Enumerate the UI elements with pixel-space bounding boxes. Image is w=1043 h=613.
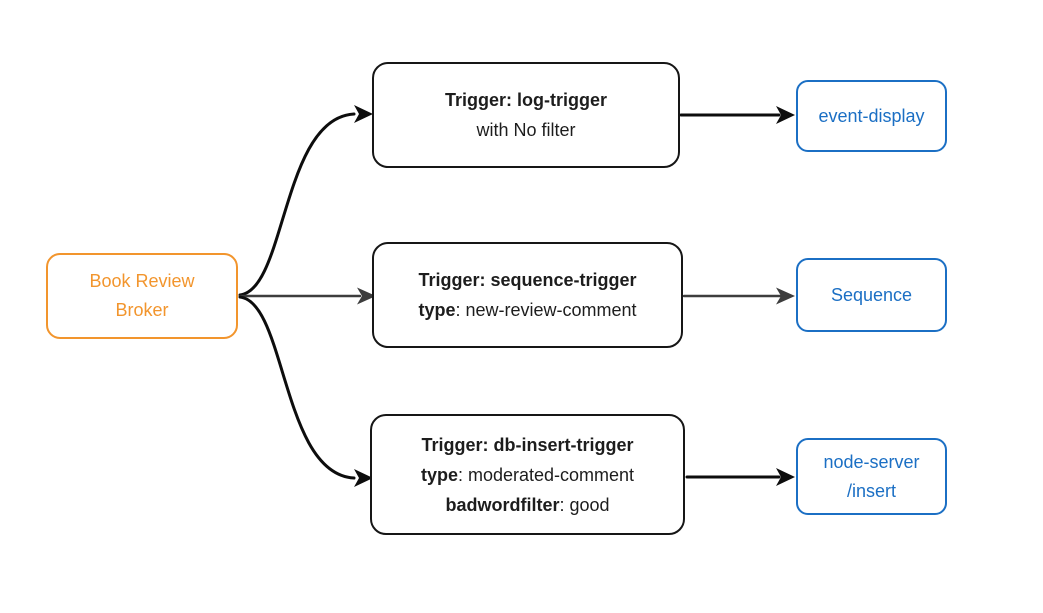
- trigger-filter-text: with No filter: [476, 120, 576, 140]
- trigger-filter-2-key: badwordfilter: [445, 494, 560, 515]
- trigger-filter: type: moderated-comment: [421, 460, 634, 490]
- trigger-filter-key: type: [418, 300, 456, 320]
- trigger-node-sequence-trigger: Trigger: sequence-trigger type: new-revi…: [372, 242, 683, 348]
- sink-node-event-display: event-display: [796, 80, 947, 152]
- trigger-title: Trigger: log-trigger: [445, 85, 607, 115]
- sink-label-line1: node-server: [823, 451, 920, 472]
- trigger-filter: with No filter: [476, 115, 575, 145]
- trigger-filter-value: : moderated-comment: [457, 464, 635, 485]
- sink-label-line2: /insert: [846, 480, 897, 501]
- arrowhead-sequence-icon: [776, 287, 795, 305]
- arrowhead-node-server-icon: [776, 468, 795, 486]
- sink-node-node-server-insert: node-server /insert: [796, 438, 947, 515]
- broker-label-line2: Broker: [115, 300, 169, 320]
- sink-label: Sequence: [830, 284, 913, 305]
- trigger-filter: type: new-review-comment: [418, 295, 636, 325]
- trigger-title-text: Trigger: sequence-trigger: [418, 270, 637, 290]
- trigger-title-text: Trigger: log-trigger: [445, 90, 607, 110]
- trigger-filter-value: : new-review-comment: [455, 300, 637, 320]
- trigger-node-log-trigger: Trigger: log-trigger with No filter: [372, 62, 680, 168]
- arrowhead-log-trigger-icon: [354, 105, 373, 123]
- edge-broker-to-db-insert-trigger: [238, 295, 356, 480]
- trigger-title: Trigger: db-insert-trigger: [421, 430, 633, 460]
- edge-broker-to-log-trigger: [238, 112, 356, 297]
- trigger-node-db-insert-trigger: Trigger: db-insert-trigger type: moderat…: [370, 414, 685, 535]
- arrowhead-event-display-icon: [776, 106, 795, 124]
- trigger-filter-2-value: : good: [559, 494, 610, 515]
- trigger-title-text: Trigger: db-insert-trigger: [421, 434, 634, 455]
- broker-node: Book Review Broker: [46, 253, 238, 339]
- trigger-filter-2: badwordfilter: good: [445, 490, 609, 520]
- broker-label-line1: Book Review: [89, 271, 195, 291]
- sink-node-sequence: Sequence: [796, 258, 947, 332]
- sink-label: event-display: [818, 105, 925, 126]
- trigger-filter-key: type: [420, 464, 458, 485]
- trigger-title: Trigger: sequence-trigger: [418, 265, 636, 295]
